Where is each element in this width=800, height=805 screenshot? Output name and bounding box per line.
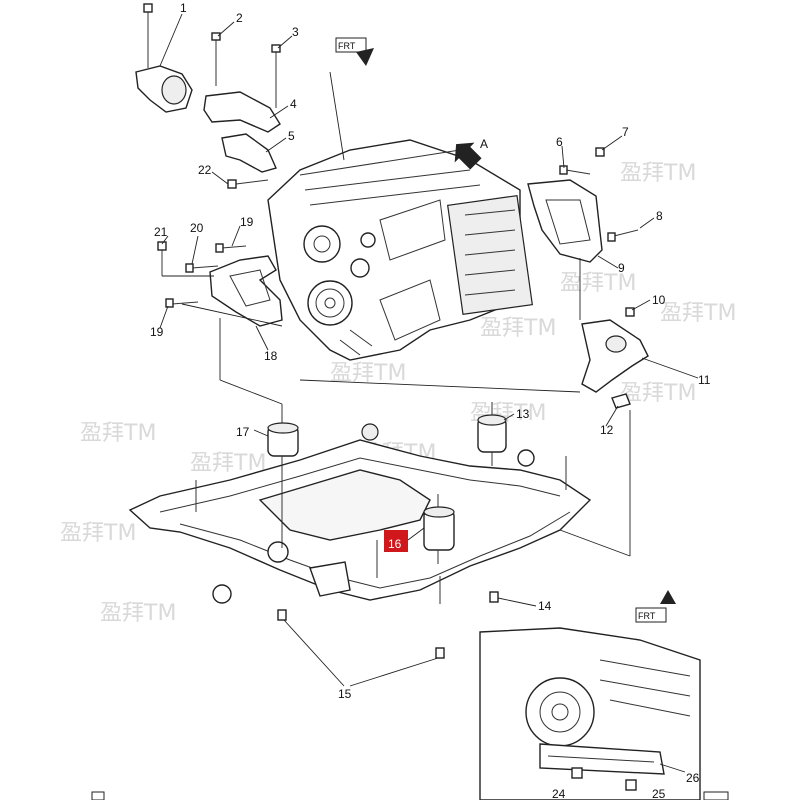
callout-16: 16 [388,537,402,551]
frt-label: FRT [638,611,656,621]
callout-10: 10 [652,293,666,307]
callout-19-upper: 19 [240,215,254,229]
callout-19-lower: 19 [150,325,164,339]
watermark-text: 盈拜TM [330,361,406,386]
leader-lines [159,13,699,773]
callout-2: 2 [236,11,243,25]
callout-6: 6 [556,135,563,149]
watermark-text: 盈拜TM [480,316,556,341]
callout-7: 7 [622,125,629,139]
callout-9: 9 [618,261,625,275]
callout-21: 21 [154,225,168,239]
callout-labels: 1 2 3 4 5 6 7 8 9 10 11 12 13 14 15 16 1… [150,1,711,801]
callout-17: 17 [236,425,250,439]
watermark-text: 盈拜TM [620,161,696,186]
callout-20: 20 [190,221,204,235]
upper-mount-group [135,3,281,189]
callout-13: 13 [516,407,530,421]
watermark-text: 盈拜TM [660,301,736,326]
callout-8: 8 [656,209,663,223]
callout-24: 24 [552,787,566,800]
view-a-label: A [480,137,488,151]
front-arrow-top: FRT [335,37,374,66]
mount-13 [477,402,507,466]
left-mount-group [157,241,283,327]
callout-12: 12 [600,423,614,437]
callout-15: 15 [338,687,352,701]
watermark-text: 盈拜TM [80,421,156,446]
watermark-text: 盈拜TM [620,381,696,406]
engine-assembly [267,139,533,361]
callout-5: 5 [288,129,295,143]
engine-cradle [128,423,592,604]
frt-label: FRT [338,41,356,51]
figure-marker-left [91,791,105,801]
fastener-group [277,591,499,659]
highlight-box-16 [384,530,408,552]
transmission-assembly [479,627,701,801]
callout-3: 3 [292,25,299,39]
watermark-text: 盈拜TM [560,271,636,296]
callout-11: 11 [698,373,711,387]
front-arrow-bottom: FRT [635,590,676,623]
right-mount-group [527,147,649,409]
watermark-text: 盈拜TM [60,521,136,546]
mount-16-highlighted [423,494,455,564]
callout-4: 4 [290,97,297,111]
figure-marker-right [703,791,729,801]
watermark-text: 盈拜TM [190,451,266,476]
watermark-text: 盈拜TM [100,601,176,626]
view-a-arrow: A [454,137,488,170]
callout-18: 18 [264,349,278,363]
callout-1: 1 [180,1,187,15]
callout-26: 26 [686,771,700,785]
callout-25: 25 [652,787,666,800]
callout-22: 22 [198,163,212,177]
mount-17 [267,414,299,470]
callout-14: 14 [538,599,552,613]
